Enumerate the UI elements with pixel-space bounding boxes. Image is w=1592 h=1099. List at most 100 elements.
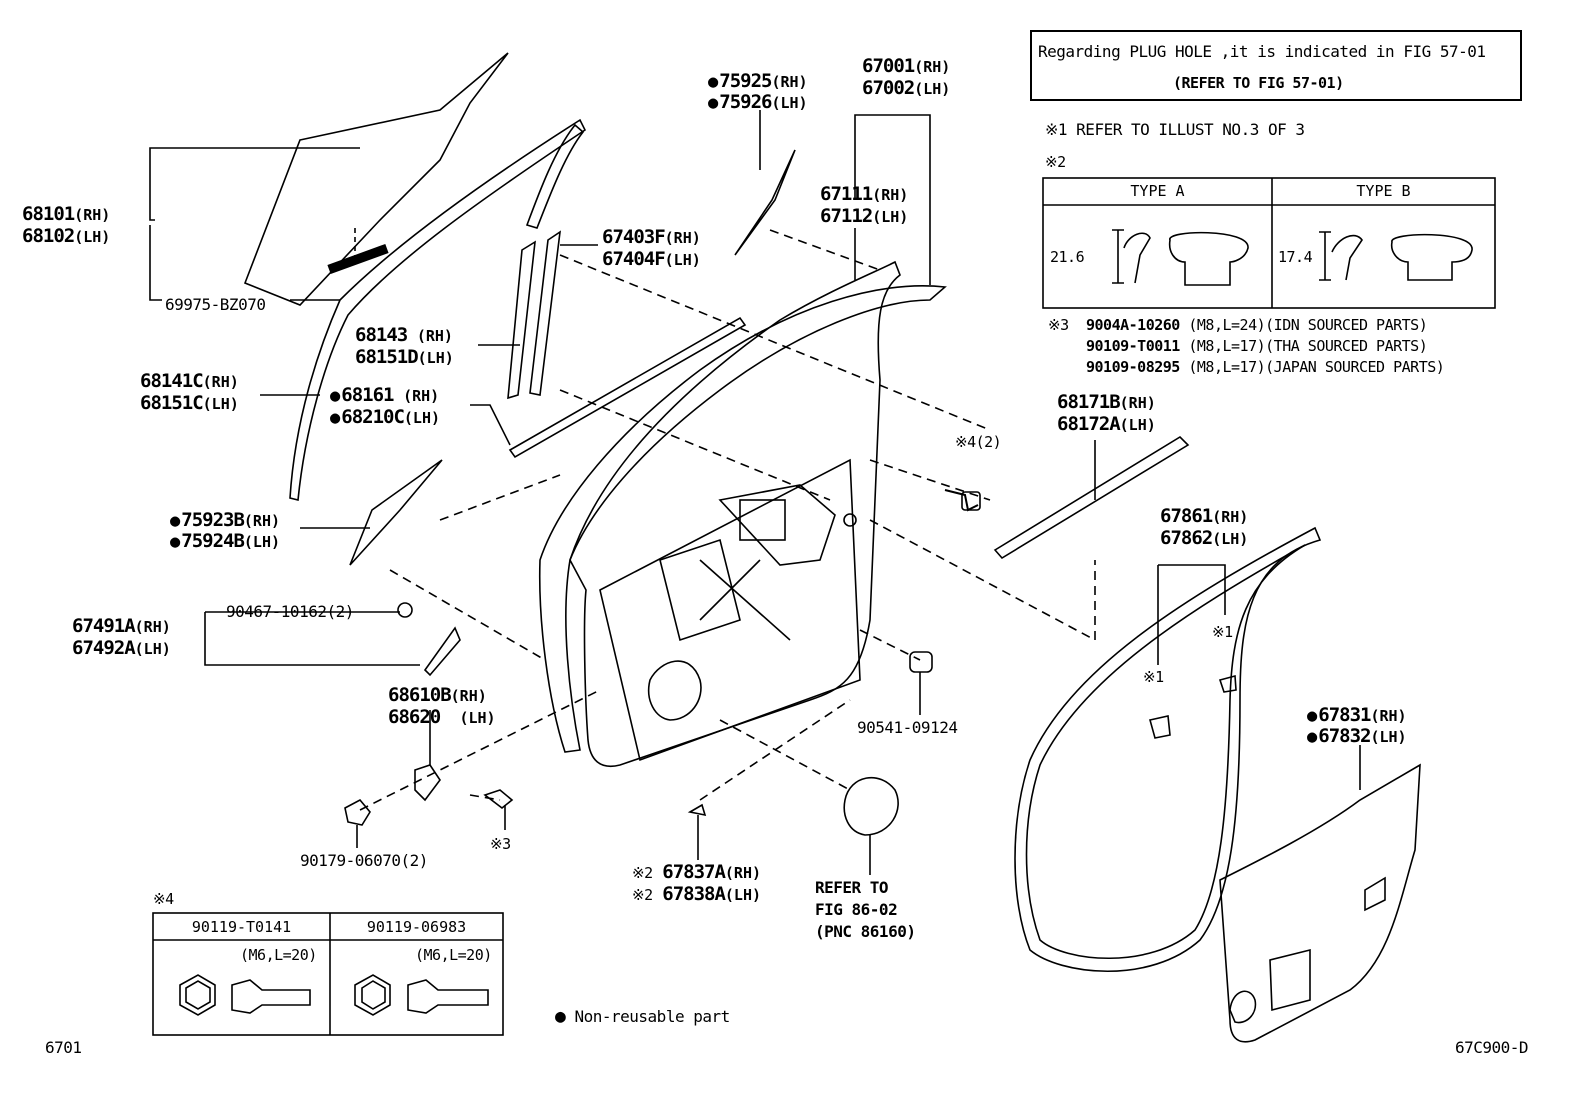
stopper-90541 — [909, 651, 933, 673]
label-star3: ※3 — [490, 835, 511, 853]
bolt-side-2 — [407, 979, 489, 1014]
shape — [525, 123, 585, 229]
belt-molding — [508, 316, 747, 459]
label-68141c: 68141C(RH) — [140, 372, 239, 391]
side: (RH) — [771, 73, 808, 91]
note-3-line: 90109-08295 (M8,L=17)(JAPAN SOURCED PART… — [1086, 360, 1445, 375]
label-68171b: 68171B(RH) — [1057, 393, 1156, 412]
note-3-pn: 9004A-10260 — [1086, 316, 1180, 334]
pn: 68151D — [355, 346, 419, 368]
garnish-75923 — [349, 459, 443, 566]
side: (LH) — [243, 533, 281, 551]
side: (LH) — [724, 886, 762, 904]
pn: 68210C — [341, 406, 405, 428]
side: (RH) — [403, 387, 440, 405]
label-90179: 90179-06070(2) — [300, 851, 428, 870]
assembly-lines — [869, 519, 1096, 641]
bolt-head-1 — [179, 974, 216, 1016]
assembly-lines — [719, 719, 851, 791]
label-star4-2: ※4(2) — [955, 433, 1002, 451]
note-4-spec-2: (M6,L=20) — [415, 946, 492, 964]
note-2-marker: ※2 — [1045, 153, 1066, 171]
assembly-lines — [769, 229, 881, 271]
side: (RH) — [416, 327, 453, 345]
side: (LH) — [872, 208, 909, 226]
side: (RH) — [243, 512, 281, 530]
speaker — [843, 776, 899, 836]
label-67861: 67861(RH) — [1160, 507, 1248, 526]
label-67491a: 67491A(RH) — [72, 617, 171, 636]
side: (LH) — [134, 640, 171, 658]
type-a-section — [1112, 229, 1151, 284]
plug-67837 — [687, 803, 707, 817]
pn: 67837A — [662, 861, 726, 883]
shape — [1269, 948, 1311, 1012]
note-3-line: 90109-T0011 (M8,L=17)(THA SOURCED PARTS) — [1086, 337, 1428, 355]
note-1: ※1 REFER TO ILLUST NO.3 OF 3 — [1045, 120, 1305, 139]
pn: 67001 — [862, 55, 915, 77]
type-b-plug — [1390, 233, 1473, 281]
label-67404f: 67404F(LH) — [602, 250, 701, 269]
leader — [1158, 564, 1226, 615]
nut-90179 — [344, 798, 371, 826]
pn: 68101 — [22, 203, 75, 225]
label-67832: 67832(LH) — [1307, 727, 1406, 746]
label-75924b: 75924B(LH) — [170, 532, 280, 551]
note-4-pn-1: 90119-T0141 — [191, 918, 292, 936]
refer-86-line1: REFER TO — [815, 878, 889, 897]
side: (RH) — [664, 229, 701, 247]
side: (LH) — [74, 228, 111, 246]
legend-non-reusable: ● Non-reusable part — [555, 1006, 730, 1027]
clip-1 — [1149, 715, 1171, 739]
shape — [843, 513, 857, 527]
pn: 68171B — [1057, 391, 1121, 413]
label-68151d: 68151D(LH) — [355, 348, 454, 367]
assembly-lines — [559, 254, 991, 431]
label-68151c: 68151C(LH) — [140, 394, 239, 413]
label-star1-left: ※1 — [1143, 668, 1164, 686]
door-weatherstrip — [1014, 526, 1322, 972]
outer-weatherstrip — [993, 435, 1190, 560]
refer-86-line2: FIG 86-02 — [815, 900, 898, 919]
bolt-side-1 — [231, 979, 311, 1014]
pn: 68151C — [140, 392, 204, 414]
side: (LH) — [202, 395, 239, 413]
pn: 68141C — [140, 370, 204, 392]
side: (RH) — [872, 186, 909, 204]
pn: 68143 — [355, 324, 408, 346]
note-4-pn-2: 90119-06983 — [366, 918, 467, 936]
side: (LH) — [771, 94, 808, 112]
side: (RH) — [724, 864, 762, 882]
speaker-hole — [648, 660, 702, 721]
pn: 67002 — [862, 77, 915, 99]
assembly-lines — [699, 699, 851, 801]
label-67112: 67112(LH) — [820, 207, 908, 226]
refer-86-line3: (PNC 86160) — [815, 922, 916, 941]
glass-run — [289, 118, 587, 502]
label-75925: 75925(RH) — [708, 70, 808, 92]
service-hole-cover — [1219, 763, 1421, 1043]
pn: 67492A — [72, 637, 136, 659]
side: (RH) — [1212, 508, 1249, 526]
label-67111: 67111(RH) — [820, 185, 908, 204]
note-3-pn: 90109-T0011 — [1086, 337, 1180, 355]
type-b-header: TYPE B — [1356, 182, 1411, 200]
pn: 75926 — [719, 91, 772, 113]
window-glass — [243, 52, 509, 306]
leader — [204, 612, 420, 666]
bolt-star4 — [944, 489, 979, 512]
label-star1-right: ※1 — [1212, 623, 1233, 641]
shape — [659, 538, 741, 642]
star: ※2 — [632, 864, 653, 882]
glass-channel — [327, 243, 389, 275]
pn: 75923B — [181, 509, 245, 531]
bolt-table — [152, 912, 504, 1036]
side: (LH) — [664, 251, 701, 269]
pn: 67404F — [602, 248, 666, 270]
pn: 75925 — [719, 70, 772, 92]
side: (RH) — [134, 618, 171, 636]
shape — [699, 559, 761, 621]
screw-90467 — [397, 602, 413, 618]
